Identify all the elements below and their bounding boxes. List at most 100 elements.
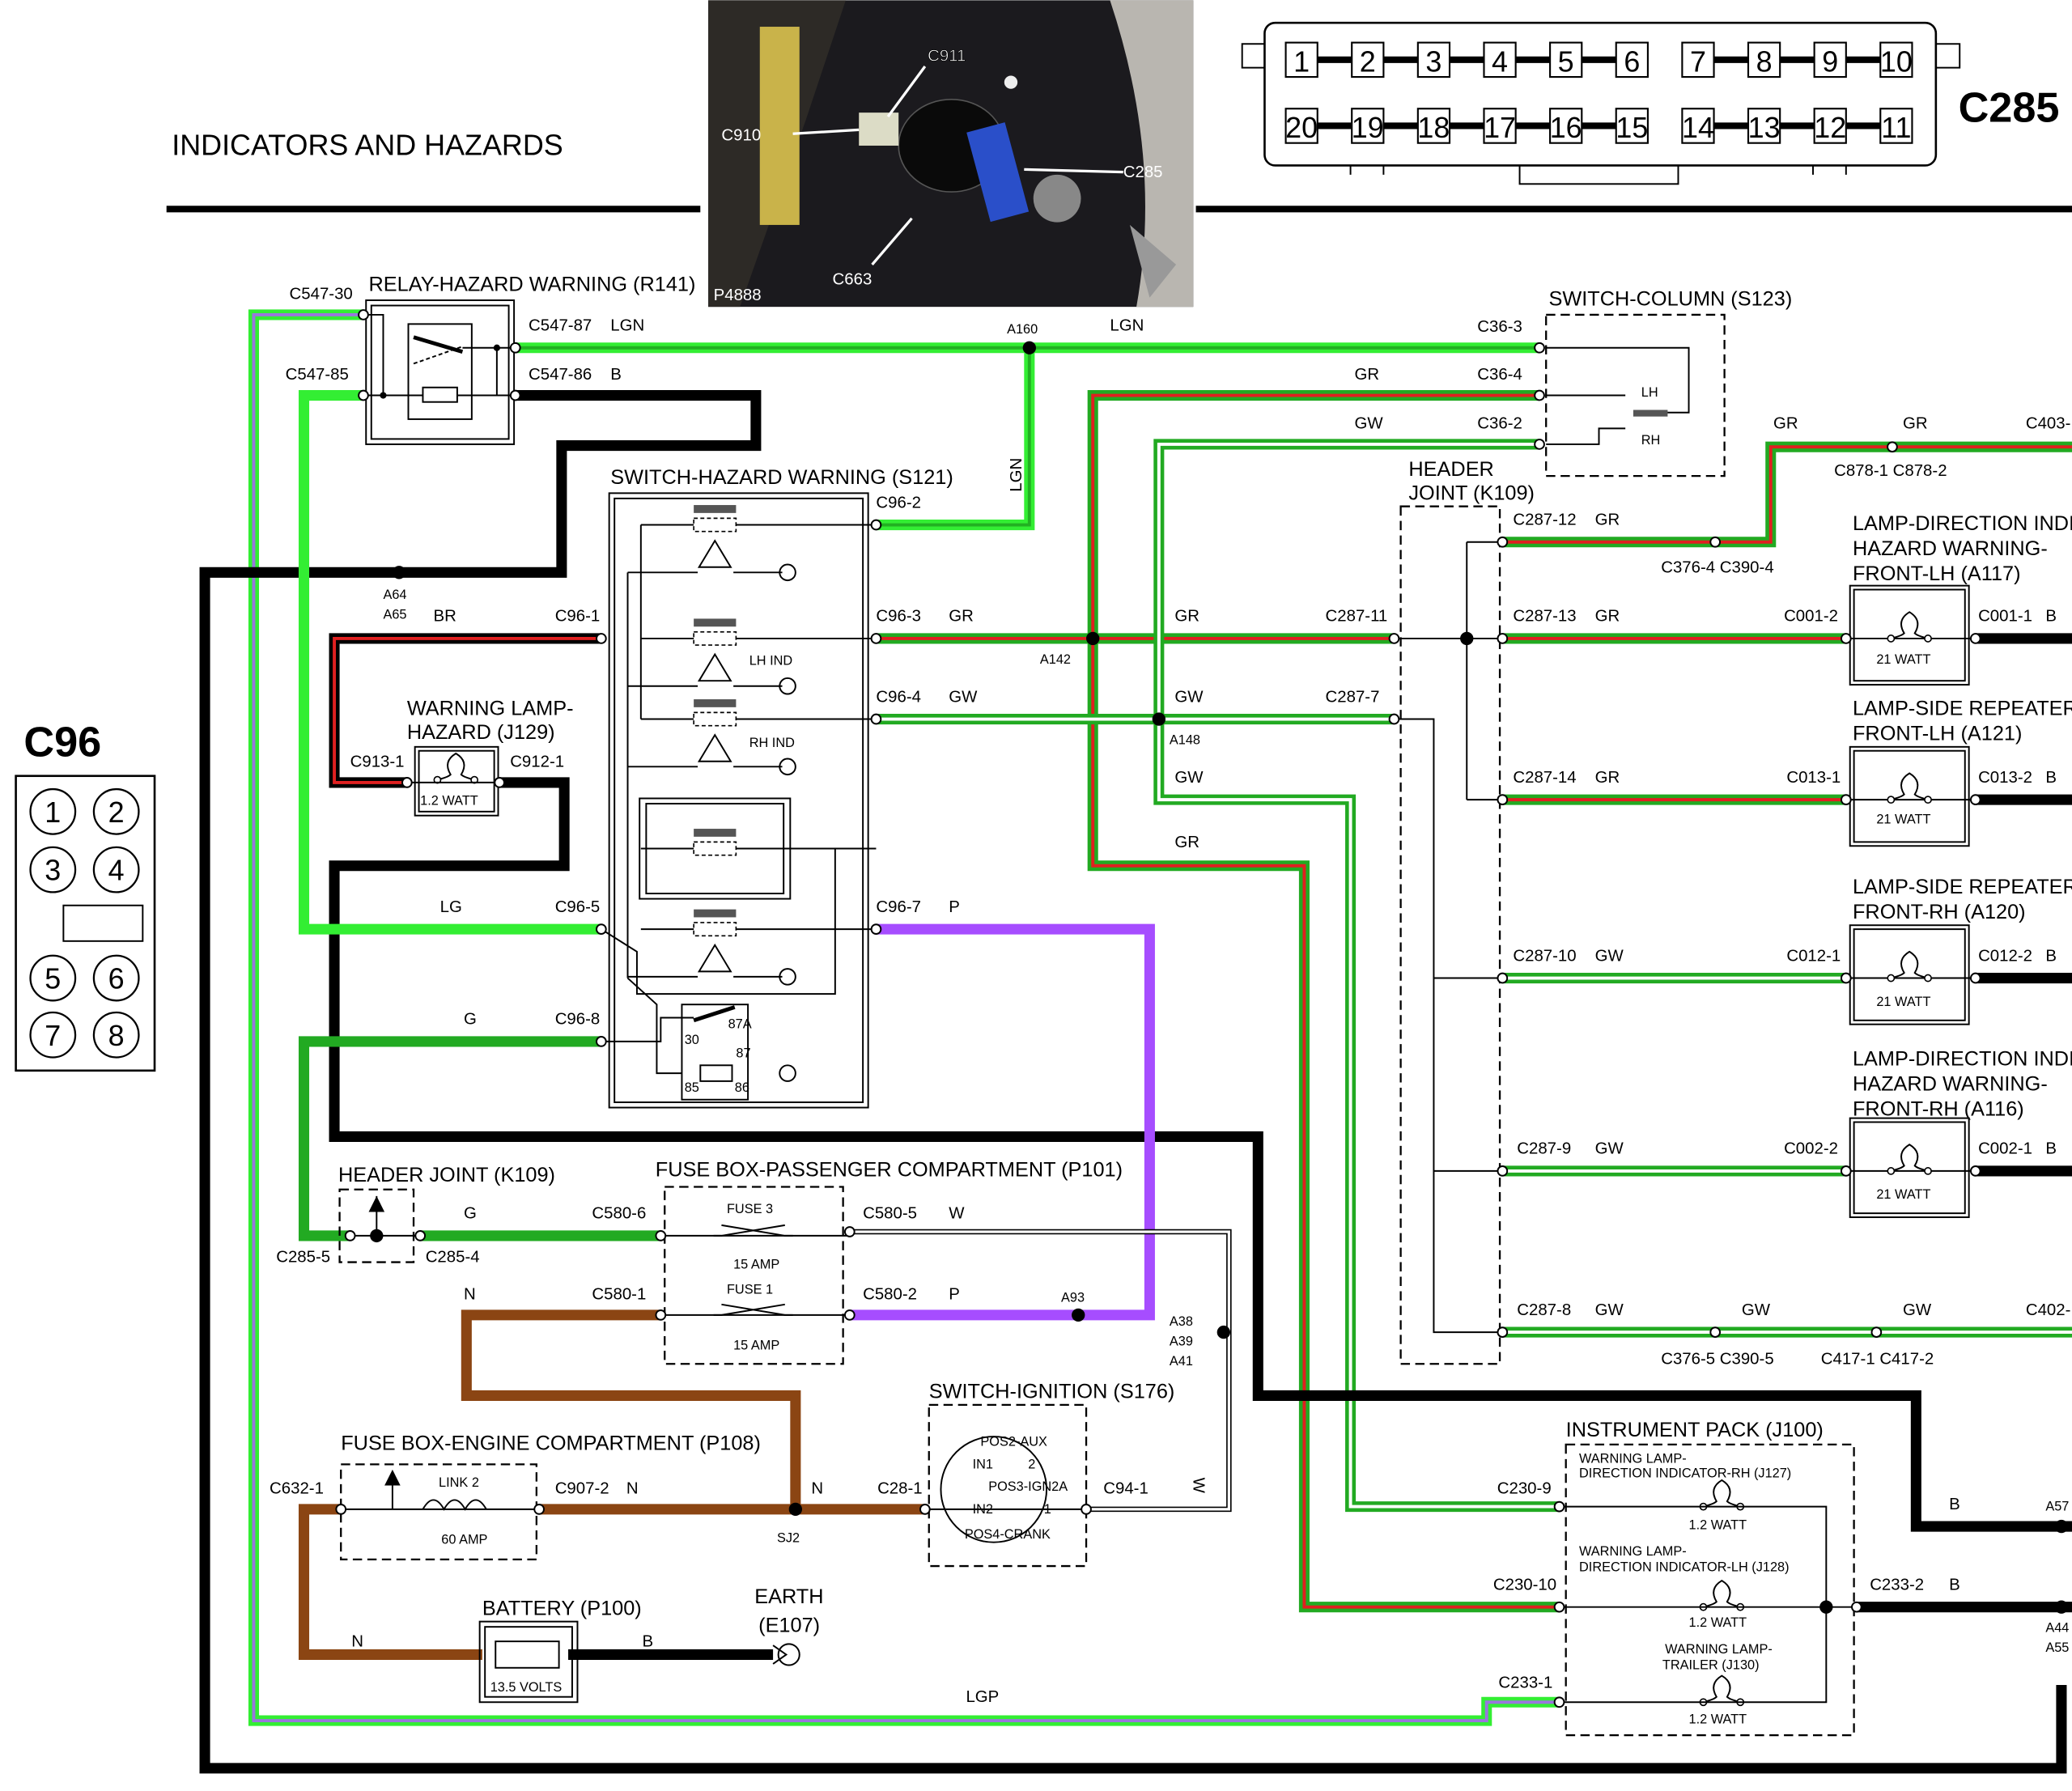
connector-label: C285-5 [276, 1249, 330, 1267]
c96-pin-number: 4 [108, 854, 125, 887]
connector-pin-icon [1840, 794, 1852, 805]
c96-pin [92, 787, 140, 835]
wire-code-label: GR [1595, 608, 1620, 626]
wire-code-label: GW [1595, 1140, 1624, 1158]
wire-code-label: GW [1595, 947, 1624, 965]
splice-label: A44 [2045, 1621, 2069, 1636]
component-label: FRONT-RH (A120) [1853, 901, 2026, 923]
internal-label: 87 [736, 1046, 750, 1060]
connector-pin-icon [919, 1504, 931, 1515]
connector-label: C96-8 [555, 1011, 601, 1029]
connector-pin-icon [358, 309, 369, 320]
wire-code-label: B [2045, 947, 2057, 965]
splice-label: A65 [383, 607, 406, 622]
wire-code-label: B [642, 1633, 653, 1651]
pin-cavity [1879, 108, 1913, 144]
connector-pin-icon [843, 1309, 856, 1321]
connector-pin-icon [1969, 972, 1981, 984]
wire-code-label: GW [949, 688, 978, 706]
internal-label: RH IND [749, 736, 795, 750]
pin-cavity [1549, 41, 1583, 79]
component-label: RELAY-HAZARD WARNING (R141) [369, 274, 696, 296]
connector-label: C285-4 [426, 1249, 480, 1267]
connector-pin-icon [595, 633, 607, 644]
wire-code-label: LGN [1008, 458, 1025, 492]
internal-circuit [1559, 1505, 1857, 1704]
internal-label: IN2 [973, 1502, 993, 1517]
connector-label: C287-9 [1517, 1140, 1571, 1158]
c285-pin-number: 3 [1425, 45, 1441, 79]
wire-code-label: GW [1174, 769, 1204, 787]
relay-hazard-warning [363, 299, 516, 445]
connector-label: C36-3 [1477, 318, 1522, 336]
wire-code-label: P [949, 898, 960, 916]
connector-marks [335, 309, 2069, 1708]
connector-pin-icon [1553, 1500, 1565, 1513]
wire-w [849, 1229, 1232, 1513]
wire-code-label: W [949, 1205, 965, 1223]
connector-pin-icon [1497, 633, 1509, 644]
lamp-bulb-icon [1891, 611, 1929, 639]
connector-pin-icon [1534, 439, 1545, 450]
component-label: WARNING LAMP- [407, 698, 574, 720]
c96-pin-number: 7 [45, 1019, 61, 1052]
splice-label: A148 [1170, 733, 1200, 748]
connector-label: C403- [2026, 414, 2071, 432]
wire-n [461, 1309, 801, 1509]
component-label: SWITCH-COLUMN (S123) [1548, 288, 1792, 311]
connector-label: C36-4 [1477, 366, 1522, 384]
connector-label: C96-3 [876, 608, 921, 626]
splice-dot-icon [2054, 1600, 2069, 1614]
wire-code-label: GW [1903, 1301, 1932, 1319]
component-label: TRAILER (J130) [1662, 1657, 1760, 1672]
connector-pin-icon [1709, 1326, 1722, 1338]
header-label: INDICATORS AND HAZARDS [172, 128, 563, 161]
wire-code-label: BR [434, 608, 456, 626]
connector-pin-icon [1497, 536, 1509, 548]
connector-pin-icon [509, 342, 521, 354]
component-label: HEADER [1408, 458, 1493, 481]
c96-pin-number: 8 [108, 1019, 125, 1052]
splice-dot-icon [1022, 341, 1036, 354]
c285-pin-number: 7 [1690, 45, 1706, 79]
lamp-housing [1849, 745, 1970, 847]
connector-label: C580-1 [592, 1285, 646, 1303]
connector-label: C013-1 [1786, 769, 1841, 787]
pin-cavity [1681, 108, 1715, 144]
splice-dot-icon [788, 1502, 803, 1517]
connector-pin-icon [870, 633, 882, 644]
connector-pin-icon [1553, 1696, 1565, 1708]
c285-pin-number: 16 [1550, 111, 1582, 144]
connector-pin-icon [595, 1036, 607, 1047]
component-label: FUSE BOX-ENGINE COMPARTMENT (P108) [341, 1432, 761, 1454]
wire-gr [1502, 441, 2072, 548]
pin-cavity [1483, 108, 1517, 144]
rating-label: 1.2 WATT [1689, 1712, 1747, 1726]
rating-label: 1.2 WATT [420, 794, 478, 808]
rating-label: 15 AMP [733, 1258, 779, 1272]
earth-point-icon [772, 1643, 800, 1666]
internal-label: FUSE 3 [727, 1202, 773, 1216]
c285-pin-number: 20 [1285, 111, 1318, 144]
wire-code-label: B [2045, 769, 2057, 787]
wire-code-label: B [610, 366, 622, 384]
component-label: EARTH [754, 1585, 823, 1608]
connector-pin-icon [1497, 972, 1509, 984]
indicator-led-icon [697, 652, 732, 682]
splice-dot-icon [1819, 1600, 1833, 1614]
component-label: (E107) [758, 1615, 820, 1637]
c96-pin [29, 1011, 77, 1059]
splice-dot-icon [2054, 1519, 2069, 1534]
connector-pin-icon [870, 713, 882, 725]
rating-label: 21 WATT [1876, 995, 1930, 1009]
component-label: FUSE BOX-PASSENGER COMPARTMENT (P101) [656, 1158, 1123, 1181]
component-label: HEADER JOINT (K109) [338, 1164, 555, 1186]
component-label: SWITCH-HAZARD WARNING (S121) [610, 466, 953, 489]
splice-label: A64 [383, 588, 406, 602]
component-label: WARNING LAMP- [1579, 1452, 1687, 1466]
component-label: WARNING LAMP- [1579, 1544, 1687, 1559]
connector-label: C287-12 [1513, 511, 1576, 529]
internal-label: 86 [735, 1080, 749, 1095]
lamp-housing [1849, 1117, 1970, 1219]
connector-label: C376-4 C390-4 [1661, 558, 1773, 576]
